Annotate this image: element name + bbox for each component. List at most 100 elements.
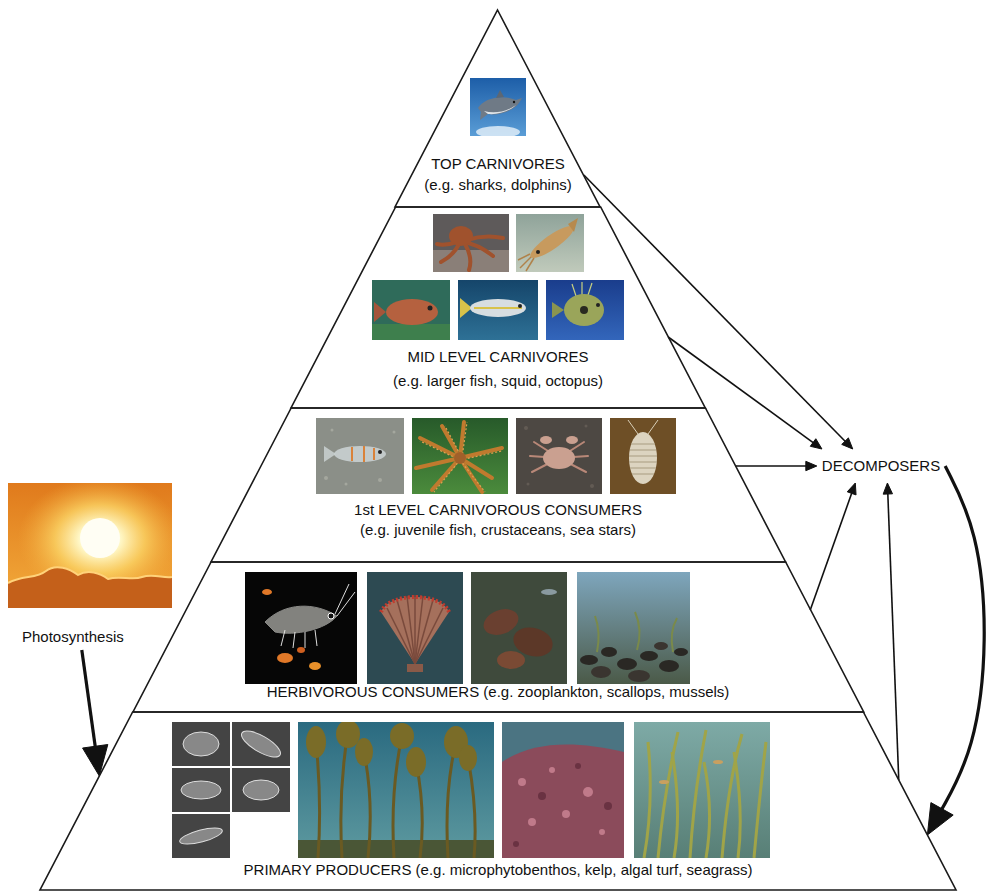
arrow-head [83,745,108,776]
band-outline [211,408,786,562]
microphytobenthos-photo [232,768,290,812]
fish-photo [372,280,450,340]
scallop-photo [415,596,423,664]
kelp-photo [355,738,373,766]
juvenile-fish-photo [352,446,374,462]
flow-line [939,466,984,814]
fish-photo [458,280,538,340]
arrow-head [883,483,892,494]
squid-photo [536,250,540,254]
source-label: Photosynthesis [22,628,168,646]
arrow-head [810,439,822,449]
decomposer-box: DECOMPOSERS [817,449,945,483]
seagrass-photo [722,734,742,858]
zooplankton-photo [293,632,295,648]
zooplankton-photo [262,589,272,595]
mussel-bed-photo [595,612,677,652]
fish-photo [372,324,450,340]
seagrass-photo [690,730,706,858]
sun-photo [80,518,120,558]
arrow-head [842,438,853,449]
dolphin-photo [484,105,516,114]
kelp-photo [447,742,456,858]
isopod-photo [629,432,657,484]
algal-turf-photo [599,829,605,835]
zooplankton-photo [245,572,357,684]
band-outline [133,562,864,712]
juvenile-fish-photo [324,476,328,480]
flow-arrow [735,461,816,470]
sea-star-photo [434,460,460,492]
kelp-photo [468,758,475,858]
kelp-photo [298,840,494,858]
sea-star-photo [416,422,502,492]
sun-photo [8,567,172,608]
sea-star-photo [460,451,502,460]
isopod-photo [632,474,654,475]
microphytobenthos-photo [232,722,290,766]
scallop-photo [397,600,415,664]
juvenile-fish-photo [351,447,353,461]
level-examples: (e.g. juvenile fish, crustaceans, sea st… [360,521,636,539]
mussel-bed-photo [635,612,640,650]
kelp-photo [459,745,477,771]
juvenile-fish-photo [393,431,396,434]
band-outline [291,207,705,408]
seagrass-photo [734,752,740,858]
flow-arrow [883,483,899,780]
seagrass-photo [659,780,669,784]
squid-photo [516,214,584,272]
sea-star-photo [420,422,502,492]
trophic-band: MID LEVEL CARNIVORES(e.g. larger fish, s… [291,207,705,408]
algal-turf-photo [518,767,605,835]
octopus-photo [433,214,509,272]
algal-turf-photo [538,792,546,800]
seagrass-photo [704,762,710,858]
mussel-bed-photo [580,655,598,665]
level-title: 1st LEVEL CARNIVOROUS CONSUMERS [354,501,642,519]
arrow-head [806,461,817,470]
algal-turf-photo [583,787,593,797]
zooplankton-photo [328,613,334,619]
fish-photo [564,294,604,326]
dolphin-photo [496,90,504,98]
arrow-head [847,483,856,495]
mussel-bed-photo [674,648,688,656]
microphytobenthos-photo [181,781,221,799]
sun-photo [8,483,172,608]
isopod-photo [610,418,676,494]
fish-photo [470,299,526,317]
isopod-photo [628,420,658,434]
crab-photo [543,447,575,469]
squid-photo [526,258,534,271]
octopus-photo [433,214,509,272]
seagrass-photo [658,732,678,858]
mussel-photo [471,572,567,684]
mussel-bed-photo [601,647,617,657]
algal-turf-photo [528,818,536,826]
fish-photo [588,283,592,295]
band-outline [395,10,600,207]
seagrass-photo [754,742,766,858]
kelp-photo [364,752,370,858]
kelp-photo [341,732,348,858]
mussel-bed-photo [577,572,690,684]
flow-line [735,465,808,467]
crab-photo [527,483,530,486]
dolphin-photo [478,97,522,120]
juvenile-fish-photo [334,446,386,462]
seagrass-photo [644,730,766,858]
scallop-photo [387,595,443,664]
isopod-photo [628,420,638,434]
algal-turf-photo [502,745,624,858]
scallop-photo [367,572,463,684]
kelp-photo [298,720,494,858]
mussel-bed-photo [595,616,599,652]
isopod-photo [629,462,657,463]
microphytobenthos-photo [178,825,224,848]
fish-photo [518,304,522,308]
squid-photo [518,254,530,260]
